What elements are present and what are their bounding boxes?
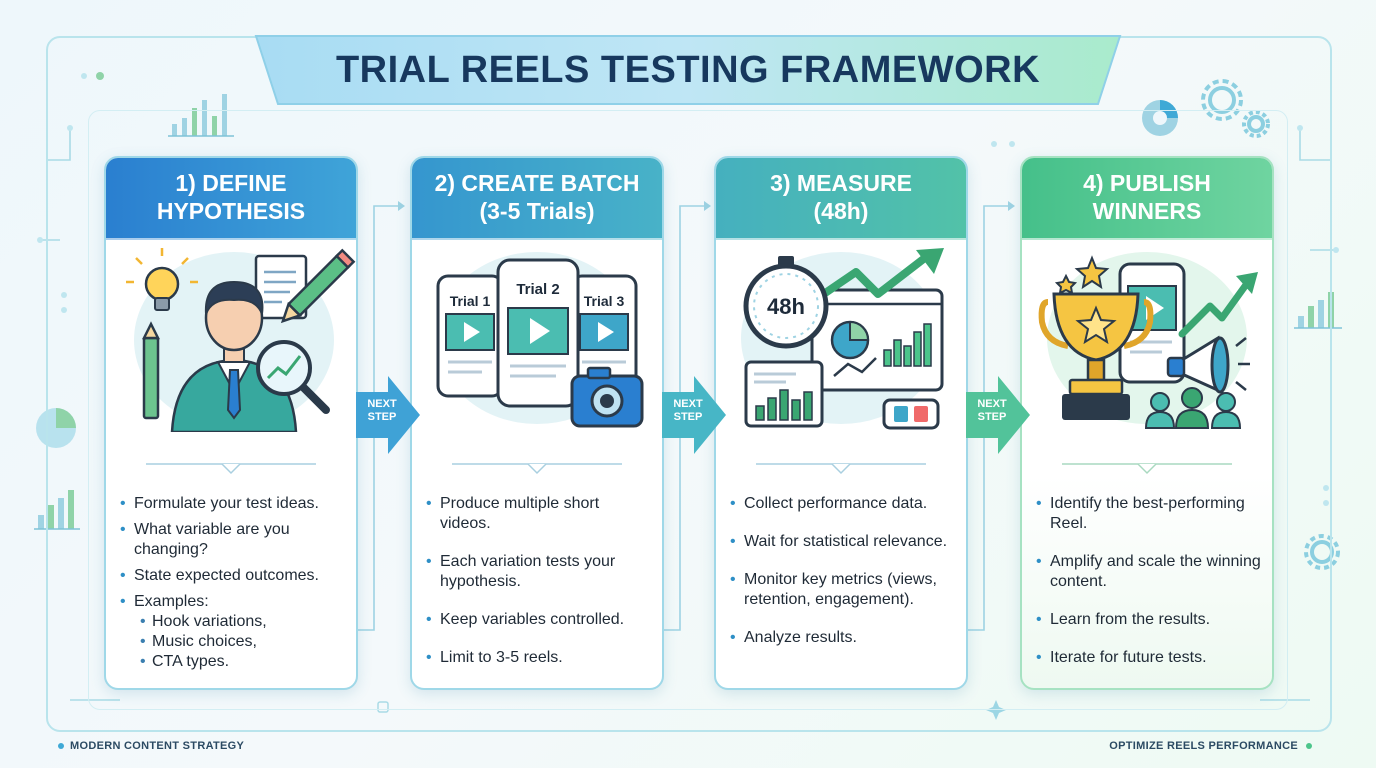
bullet-item: State expected outcomes.: [120, 566, 348, 586]
mini-bar-chart-icon-left: [34, 490, 80, 530]
bullet-item: Learn from the results.: [1036, 610, 1264, 630]
step-bullets: Identify the best-performing Reel. Ampli…: [1036, 494, 1264, 668]
bullet-item: Limit to 3-5 reels.: [426, 648, 654, 668]
bullet-item: Each variation tests your hypothesis.: [426, 552, 654, 592]
next-step-arrow-2: NEXT STEP: [662, 376, 726, 454]
step-title: 3) MEASURE (48h): [716, 158, 966, 240]
phone-label: Trial 1: [450, 293, 491, 309]
trophy-icon: [1038, 292, 1154, 420]
title-banner: TRIAL REELS TESTING FRAMEWORK: [252, 32, 1124, 108]
bullet-item: Iterate for future tests.: [1036, 648, 1264, 668]
dashboard-window-icon: [810, 288, 944, 392]
magnifier-icon: [256, 340, 330, 414]
stopwatch-icon: [743, 256, 829, 349]
phone-label: Trial 2: [516, 281, 559, 298]
audience-icon: [1144, 387, 1242, 429]
publish-winners-illustration: [1038, 252, 1258, 429]
step-bullets: Formulate your test ideas. What variable…: [120, 494, 348, 672]
measure-illustration: 48h: [741, 248, 944, 430]
bullet-item: Monitor key metrics (views, retention, e…: [730, 570, 958, 610]
page-title: TRIAL REELS TESTING FRAMEWORK: [335, 48, 1041, 91]
step-card-define-hypothesis: 1) DEFINE HYPOTHESIS: [104, 156, 358, 690]
example-item: CTA types.: [120, 652, 348, 672]
gear-icon: [1201, 79, 1340, 570]
bullet-item: What variable are you changing?: [120, 520, 348, 560]
step-card-measure: 3) MEASURE (48h) 48h: [714, 156, 968, 690]
next-step-label: NEXT STEP: [367, 398, 397, 423]
lightbulb-icon: [126, 248, 198, 311]
bar-chart-icon: [744, 360, 824, 428]
next-step-arrow-1: NEXT STEP: [356, 376, 420, 454]
step-card-create-batch: 2) CREATE BATCH (3-5 Trials) Trial 1 Tri…: [410, 156, 664, 690]
footer-left: MODERN CONTENT STRATEGY: [58, 740, 244, 752]
inner-frame: [88, 110, 1288, 710]
pencil-icon-left: [141, 321, 161, 420]
bullet-item: Formulate your test ideas.: [120, 494, 348, 514]
footer-right: OPTIMIZE REELS PERFORMANCE: [1109, 740, 1312, 752]
step-title: 1) DEFINE HYPOTHESIS: [106, 158, 356, 240]
thumbs-icon: [882, 398, 940, 430]
next-step-arrow-3: NEXT STEP: [966, 376, 1030, 454]
title-banner-shape: [254, 35, 1122, 105]
trend-arrow-icon: [1178, 278, 1252, 338]
phone-icon-trial-1: [436, 274, 504, 398]
megaphone-icon: [1166, 335, 1250, 395]
phone-icon-trial-2: [496, 258, 580, 408]
footer-left-text: MODERN CONTENT STRATEGY: [70, 740, 245, 752]
camera-icon: [570, 366, 644, 428]
bullet-item: Keep variables controlled.: [426, 610, 654, 630]
footer-dot-icon: [1306, 742, 1312, 749]
footer-dot-icon: [58, 742, 64, 749]
bullet-item: Wait for statistical relevance.: [730, 532, 958, 552]
trend-arrow-icon: [808, 250, 934, 306]
step-card-publish-winners: 4) PUBLISH WINNERS: [1020, 156, 1274, 690]
timer-label: 48h: [767, 294, 805, 319]
step-title: 4) PUBLISH WINNERS: [1022, 158, 1272, 240]
step-bullets: Produce multiple short videos. Each vari…: [426, 494, 654, 668]
step-title: 2) CREATE BATCH (3-5 Trials): [412, 158, 662, 240]
example-item: Music choices,: [120, 632, 348, 652]
pie-chart-icon-right: [1142, 100, 1178, 136]
bullet-item: Identify the best-performing Reel.: [1036, 494, 1264, 534]
mini-bar-chart-icon: [168, 94, 234, 137]
next-step-label: NEXT STEP: [977, 398, 1007, 423]
phone-label: Trial 3: [584, 293, 625, 309]
bullet-item: Collect performance data.: [730, 494, 958, 514]
card-divider: [452, 463, 622, 475]
footer-right-text: OPTIMIZE REELS PERFORMANCE: [1109, 740, 1298, 752]
hypothesis-illustration: [126, 248, 356, 432]
step-bullets: Collect performance data. Wait for stati…: [730, 494, 958, 648]
create-batch-illustration: Trial 1 Trial 2 Trial 3: [436, 252, 644, 428]
card-divider: [756, 463, 926, 475]
card-divider: [1062, 463, 1232, 475]
bullet-item: Analyze results.: [730, 628, 958, 648]
example-item: Hook variations,: [120, 612, 348, 632]
bullet-item: Examples:: [120, 592, 348, 612]
card-divider: [146, 463, 316, 475]
next-step-label: NEXT STEP: [673, 398, 703, 423]
bullet-item: Amplify and scale the winning content.: [1036, 552, 1264, 592]
pencil-icon: [280, 248, 356, 324]
pie-chart-icon: [830, 320, 870, 360]
star-icon: [1054, 255, 1110, 295]
bullet-item: Produce multiple short videos.: [426, 494, 654, 534]
